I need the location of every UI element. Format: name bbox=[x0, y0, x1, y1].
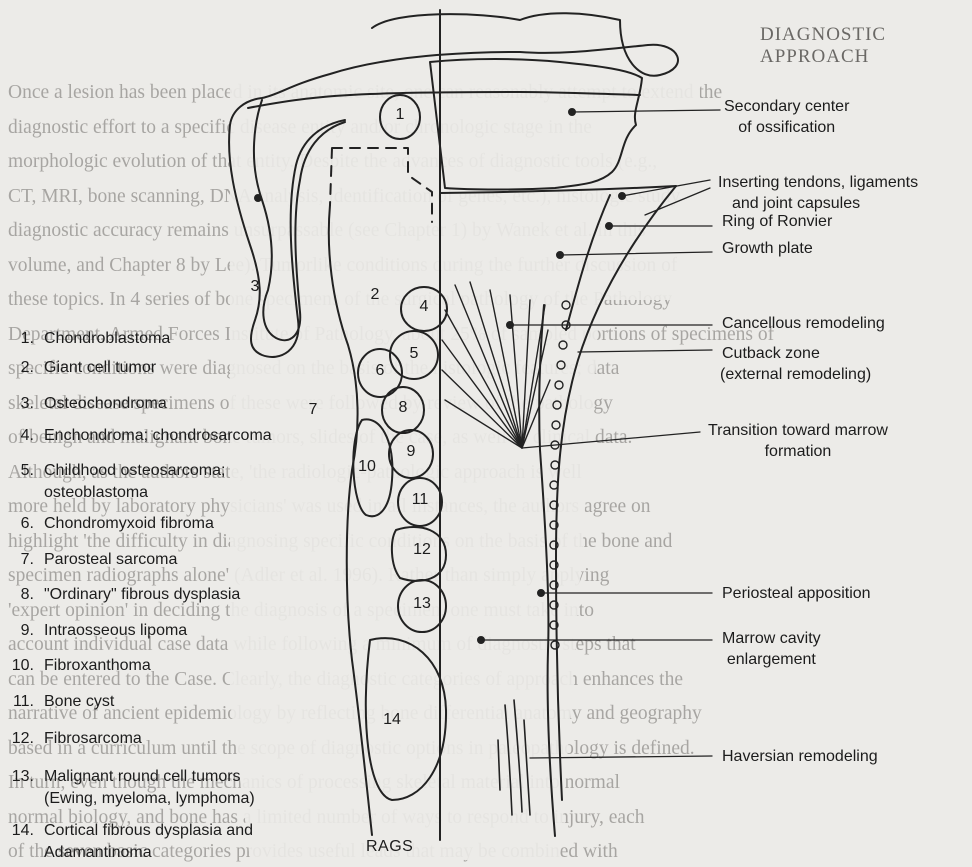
legend-num: 6. bbox=[8, 513, 34, 535]
tumor-number-4: 4 bbox=[409, 298, 439, 316]
tumor-number-9: 9 bbox=[396, 443, 426, 461]
legend-item: 9. Intraosseous lipoma bbox=[8, 620, 187, 642]
label-periosteal: Periosteal apposition bbox=[722, 583, 871, 604]
legend-num: 12. bbox=[8, 728, 34, 750]
label-growth-plate: Growth plate bbox=[722, 238, 813, 259]
tumor-number-5: 5 bbox=[399, 345, 429, 363]
label-haversian: Haversian remodeling bbox=[722, 746, 878, 767]
legend-item: 1. Chondroblastoma bbox=[8, 328, 170, 350]
label-cutback: Cutback zone(external remodeling) bbox=[722, 343, 871, 385]
caption-rags: RAGS bbox=[366, 838, 413, 856]
legend-text: Fibroxanthoma bbox=[44, 655, 151, 677]
legend-item: 10. Fibroxanthoma bbox=[8, 655, 151, 677]
legend-text: Intraosseous lipoma bbox=[44, 620, 187, 642]
legend-text: Parosteal sarcoma bbox=[44, 549, 177, 571]
legend-text: Chondroblastoma bbox=[44, 328, 170, 350]
legend-num: 1. bbox=[8, 328, 34, 350]
legend-item: 5. Childhood osteosarcoma; osteoblastoma bbox=[8, 460, 225, 504]
legend-item: 11. Bone cyst bbox=[8, 691, 114, 713]
legend-item: 3. Osteochondroma bbox=[8, 393, 167, 415]
diagram-backdrop bbox=[230, 40, 700, 860]
legend-num: 2. bbox=[8, 357, 34, 379]
legend-num: 7. bbox=[8, 549, 34, 571]
legend-text: Bone cyst bbox=[44, 691, 114, 713]
tumor-number-2: 2 bbox=[360, 286, 390, 304]
legend-item: 6. Chondromyxoid fibroma bbox=[8, 513, 214, 535]
tumor-number-3: 3 bbox=[240, 278, 270, 296]
tumor-number-10: 10 bbox=[352, 458, 382, 476]
label-ring-ronvier: Ring of Ronvier bbox=[722, 211, 832, 232]
tumor-number-11: 11 bbox=[405, 491, 435, 509]
legend-text: Osteochondroma bbox=[44, 393, 167, 415]
legend-text: Fibrosarcoma bbox=[44, 728, 142, 750]
legend-num: 9. bbox=[8, 620, 34, 642]
legend-item: 8. "Ordinary" fibrous dysplasia bbox=[8, 584, 240, 606]
legend-text: Malignant round cell tumors bbox=[44, 768, 241, 785]
legend-num: 5. bbox=[8, 460, 34, 482]
label-cancellous: Cancellous remodeling bbox=[722, 313, 885, 334]
tumor-number-14: 14 bbox=[377, 711, 407, 729]
legend-num: 4. bbox=[8, 425, 34, 447]
tumor-number-13: 13 bbox=[407, 595, 437, 613]
legend-text: Cortical fibrous dysplasia and bbox=[44, 822, 253, 839]
legend-num: 10. bbox=[8, 655, 34, 677]
legend-item: 7. Parosteal sarcoma bbox=[8, 549, 177, 571]
legend-text-2: Adamantinoma bbox=[44, 844, 152, 861]
tumor-number-8: 8 bbox=[388, 399, 418, 417]
legend-text: "Ordinary" fibrous dysplasia bbox=[44, 584, 240, 606]
legend-num: 3. bbox=[8, 393, 34, 415]
legend-item: 13. Malignant round cell tumors (Ewing, my… bbox=[8, 766, 255, 810]
legend-item: 2. Giant cell tumor bbox=[8, 357, 156, 379]
legend-text: Childhood osteosarcoma; bbox=[44, 462, 225, 479]
legend-text-2: osteoblastoma bbox=[44, 484, 148, 501]
legend-num: 14. bbox=[8, 820, 34, 842]
tumor-number-7: 7 bbox=[298, 401, 328, 419]
legend-text: Enchondroma; chondrosarcoma bbox=[44, 425, 272, 447]
legend-item: 12. Fibrosarcoma bbox=[8, 728, 142, 750]
legend-text: Chondromyxoid fibroma bbox=[44, 513, 214, 535]
legend-text: Giant cell tumor bbox=[44, 357, 156, 379]
tumor-number-6: 6 bbox=[365, 362, 395, 380]
tumor-number-1: 1 bbox=[385, 106, 415, 124]
legend-num: 8. bbox=[8, 584, 34, 606]
legend-num: 11. bbox=[8, 691, 34, 713]
legend-text-2: (Ewing, myeloma, lymphoma) bbox=[44, 790, 255, 807]
legend-item: 4. Enchondroma; chondrosarcoma bbox=[8, 425, 272, 447]
tumor-number-12: 12 bbox=[407, 541, 437, 559]
legend-num: 13. bbox=[8, 766, 34, 788]
